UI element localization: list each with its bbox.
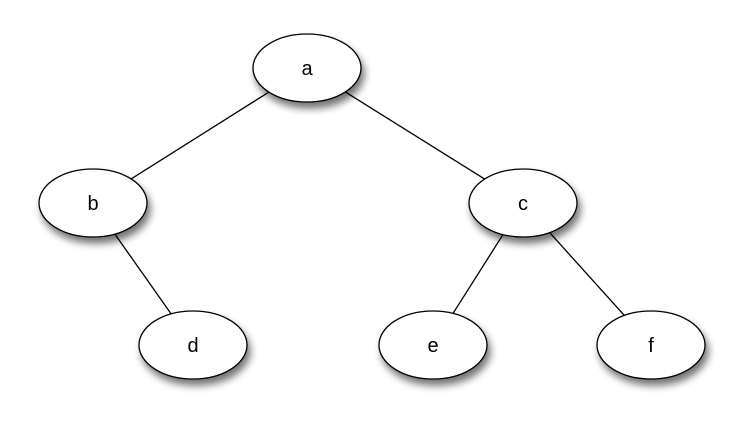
- edge-a-c: [344, 91, 486, 180]
- edge-c-f: [549, 232, 625, 316]
- node-a-ellipse: [252, 33, 362, 103]
- node-d-label: d: [187, 335, 198, 357]
- edge-b-d: [114, 233, 172, 315]
- tree-node-d: d: [138, 310, 248, 380]
- node-c-ellipse: [468, 168, 578, 238]
- node-a-label: a: [301, 58, 313, 80]
- tree-node-e: e: [378, 310, 488, 380]
- node-b-ellipse: [38, 168, 148, 238]
- edge-a-b: [130, 91, 270, 180]
- node-f-ellipse: [596, 310, 706, 380]
- tree-node-c: c: [468, 168, 578, 238]
- node-c-label: c: [518, 193, 528, 215]
- node-d-ellipse: [138, 310, 248, 380]
- node-b-label: b: [87, 193, 98, 215]
- tree-node-b: b: [38, 168, 148, 238]
- node-e-label: e: [427, 335, 438, 357]
- node-e-ellipse: [378, 310, 488, 380]
- tree-node-a: a: [252, 33, 362, 103]
- node-f-label: f: [648, 335, 654, 357]
- tree-edges: [114, 91, 625, 316]
- edge-c-e: [452, 234, 504, 314]
- tree-node-f: f: [596, 310, 706, 380]
